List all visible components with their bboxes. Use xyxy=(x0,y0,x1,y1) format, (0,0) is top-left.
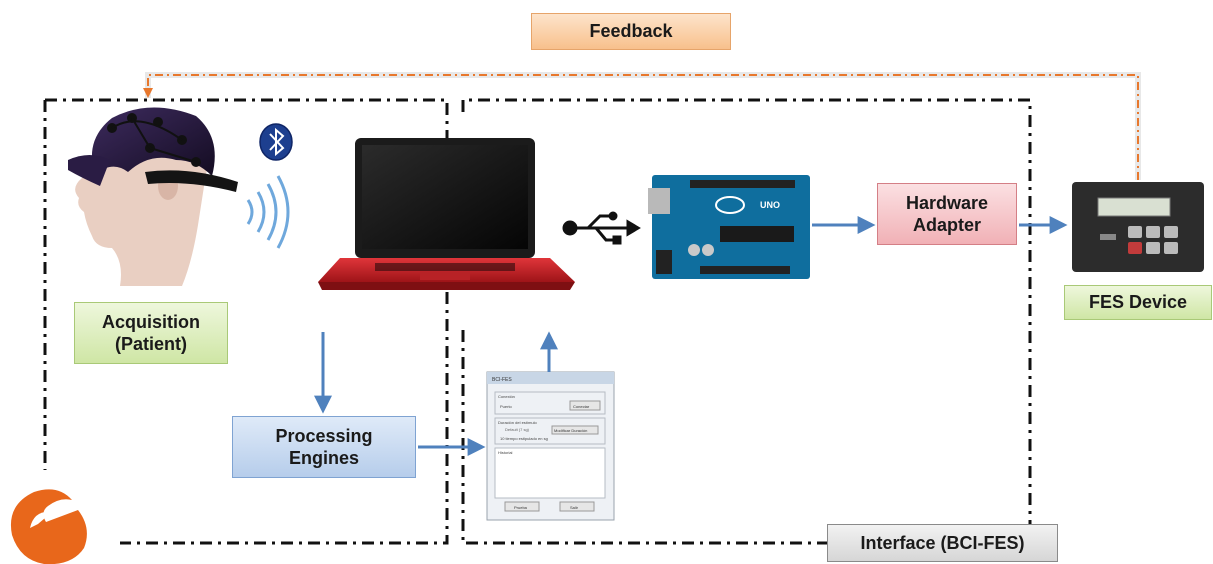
software-port-label: Puerto xyxy=(500,404,513,409)
software-modify-button: Modificar Duración xyxy=(554,428,587,433)
arduino-board-image: UNO xyxy=(648,175,810,279)
interface-region-border xyxy=(461,98,1032,545)
eeg-headset-patient-image xyxy=(68,107,238,286)
hardware-adapter-label: Hardware Adapter xyxy=(877,183,1017,245)
acquisition-line2: (Patient) xyxy=(115,334,187,354)
acquisition-region-border xyxy=(43,98,449,545)
software-section-connection: Conexión xyxy=(498,394,515,399)
software-window-image: BCI-FES Conexión Puerto Conectar Duració… xyxy=(486,371,615,521)
laptop-image xyxy=(318,138,575,290)
software-history-label: Historial xyxy=(498,450,513,455)
usb-icon xyxy=(562,211,641,245)
processing-engines-label: Processing Engines xyxy=(232,416,416,478)
software-test-button: Prueba xyxy=(514,505,528,510)
hardware-line1: Hardware xyxy=(905,192,989,213)
processing-line1: Processing xyxy=(275,425,373,446)
feedback-text: Feedback xyxy=(589,21,673,42)
acquisition-line1: Acquisition xyxy=(102,311,200,332)
interface-text: Interface (BCI-FES) xyxy=(860,532,1025,553)
fes-device-image xyxy=(1072,182,1204,272)
software-connect-button: Conectar xyxy=(573,404,590,409)
wireless-signal-icon xyxy=(246,175,290,249)
logo-icon xyxy=(11,489,87,564)
fes-device-label: FES Device xyxy=(1064,285,1212,320)
feedback-loop-line xyxy=(143,72,1141,180)
flow-arrows xyxy=(314,216,1068,456)
hardware-line2: Adapter xyxy=(912,215,981,235)
software-title: BCI-FES xyxy=(492,377,512,383)
processing-line2: Engines xyxy=(288,448,359,468)
software-section-duration: Duración del estímulo xyxy=(498,420,537,425)
bluetooth-icon xyxy=(259,123,293,161)
software-time-text: 10 tiempo estipulado en sg xyxy=(500,436,548,441)
feedback-label: Feedback xyxy=(531,13,731,50)
software-exit-button: Salir xyxy=(570,505,579,510)
acquisition-label: Acquisition (Patient) xyxy=(74,302,228,364)
interface-label: Interface (BCI-FES) xyxy=(827,524,1058,562)
software-default-option: Default (7 sg) xyxy=(505,427,530,432)
svg-text:UNO: UNO xyxy=(760,200,780,210)
fes-device-text: FES Device xyxy=(1088,292,1188,313)
